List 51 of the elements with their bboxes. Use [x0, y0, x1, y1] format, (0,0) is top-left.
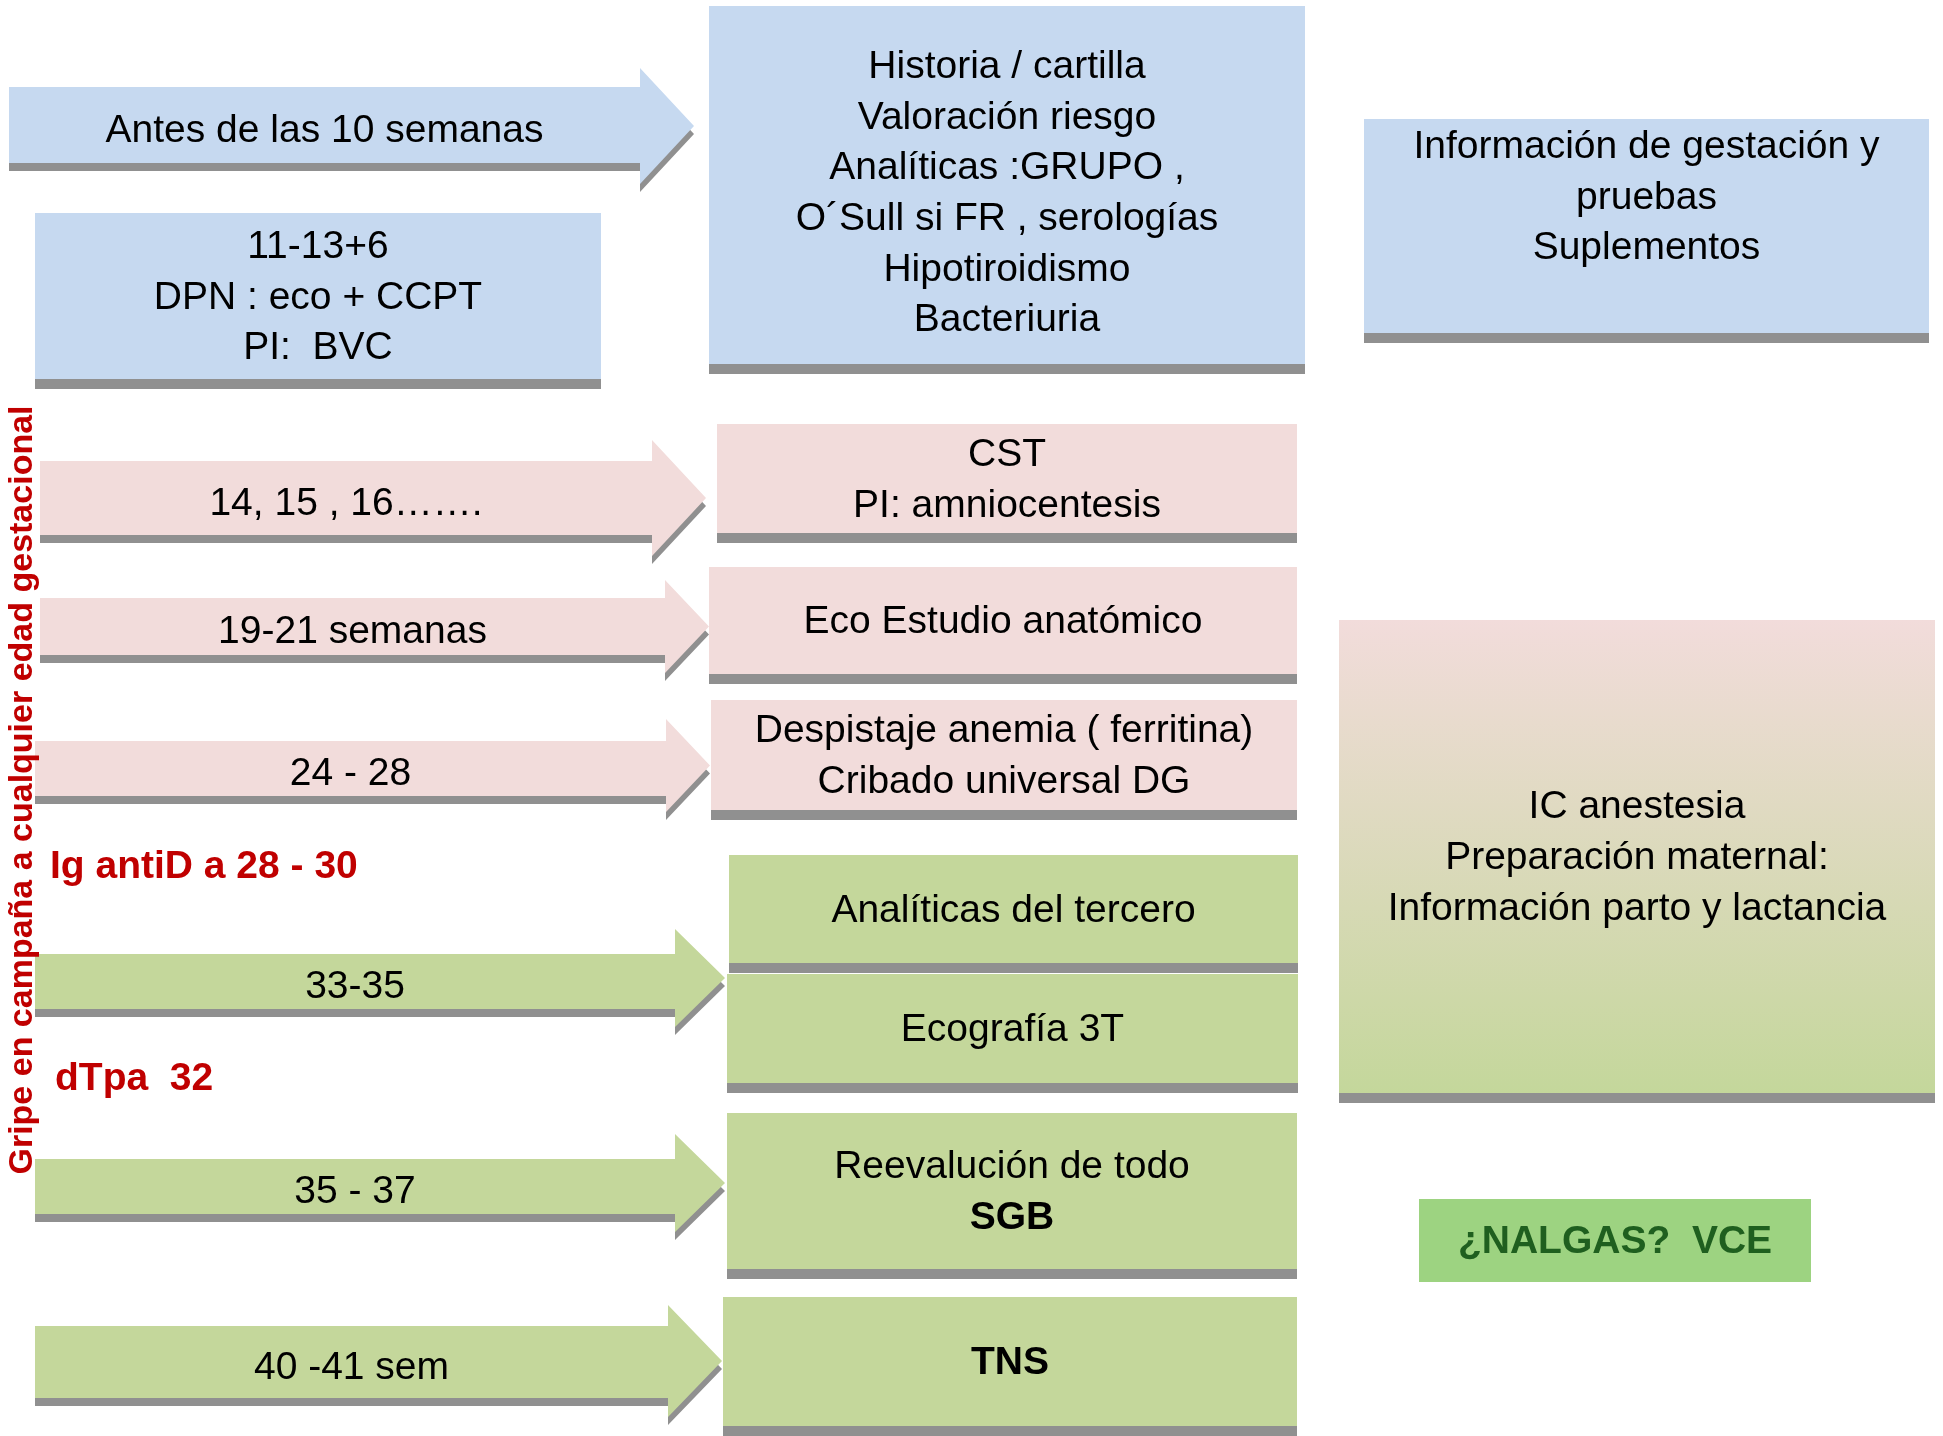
box-text: O´Sull si FR , serologías	[795, 194, 1219, 240]
note-text: Ig antiD a 28 - 30	[50, 843, 358, 887]
process-box	[709, 567, 1297, 684]
box-text: 40 -41 sem	[253, 1342, 450, 1389]
process-box	[711, 700, 1297, 820]
box-text: Cribado universal DG	[817, 757, 1191, 803]
box-text: 11-13+6	[247, 221, 389, 268]
box-text: Información de gestación y pruebas	[1412, 121, 1881, 219]
box-text: SGB	[969, 1193, 1055, 1239]
box-text: Antes de las 10 semanas	[105, 105, 544, 152]
box-text: Eco Estudio anatómico	[803, 597, 1203, 644]
box-text: Despistaje anemia ( ferritina)	[754, 706, 1254, 753]
box-text: 19-21 semanas	[218, 607, 487, 654]
box-text: Información parto y lactancia	[1387, 883, 1887, 930]
box-text: 35 - 37	[294, 1167, 416, 1214]
box-text: CST	[968, 429, 1046, 476]
box-text: DPN : eco + CCPT	[153, 272, 483, 319]
box-text: TNS	[971, 1338, 1049, 1385]
process-box	[35, 213, 601, 389]
box-text: Reevalución de todo	[834, 1142, 1190, 1189]
process-box	[709, 6, 1305, 374]
box-text: Bacteriuria	[913, 295, 1101, 342]
process-box	[1339, 620, 1935, 1103]
arrow-shape	[40, 580, 709, 681]
arrow-shape	[35, 1305, 722, 1425]
box-text: ¿NALGAS? VCE	[1457, 1217, 1773, 1264]
arrow-shape	[9, 68, 694, 192]
box-text: 14, 15 , 16…….	[209, 478, 483, 525]
box-text: PI: amniocentesis	[853, 480, 1161, 527]
box-text: Hipotiroidismo	[883, 244, 1131, 291]
note-text: dTpa 32	[55, 1055, 214, 1099]
process-box	[717, 424, 1297, 543]
box-text: PI: BVC	[243, 323, 393, 370]
box-text: Valoración riesgo	[857, 92, 1157, 139]
box-text: 24 - 28	[289, 749, 412, 796]
process-box	[723, 1297, 1297, 1436]
box-text: Analíticas del tercero	[831, 885, 1196, 932]
process-box	[727, 974, 1298, 1093]
vertical-note: Gripe en campaña a cualquier edad gestacional	[0, 404, 40, 1177]
box-text: 33-35	[305, 962, 405, 1009]
process-box	[727, 1113, 1297, 1279]
box-text: IC anestesia	[1528, 782, 1746, 829]
process-box	[1364, 119, 1929, 343]
note-box	[1419, 1199, 1811, 1282]
box-text: Analíticas :GRUPO ,	[829, 143, 1185, 190]
box-text: Preparación maternal:	[1445, 833, 1829, 880]
box-text: Historia / cartilla	[868, 41, 1146, 88]
arrow-shape	[40, 440, 706, 564]
box-text: Suplementos	[1532, 223, 1761, 270]
box-text: Ecografía 3T	[900, 1005, 1125, 1052]
process-box	[729, 855, 1298, 973]
